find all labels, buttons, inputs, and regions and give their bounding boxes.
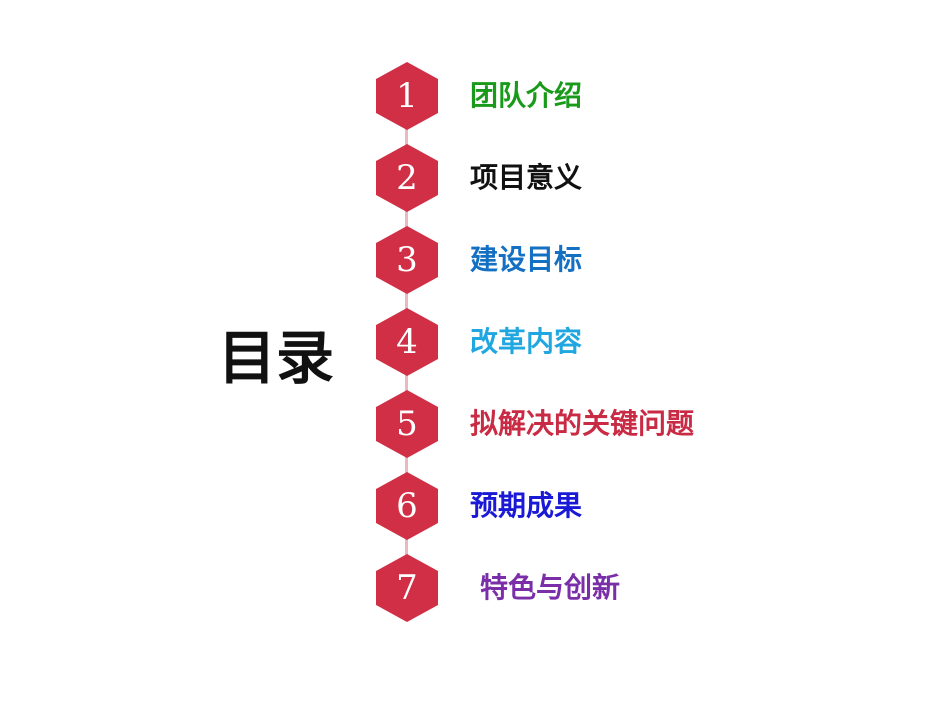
toc-item-number: 1 [396,76,418,116]
toc-item-3: 3 建设目标 [376,226,936,294]
toc-item-6: 6 预期成果 [376,472,936,540]
hexagon-icon [376,62,438,130]
hexagon-icon [376,390,438,458]
toc-item-label: 改革内容 [470,325,583,358]
toc-item-label: 预期成果 [470,489,583,522]
toc-item-label: 特色与创新 [480,571,621,604]
toc-item-2: 2 项目意义 [376,144,936,212]
hexagon-icon [376,472,438,540]
hexagon-icon [376,226,438,294]
toc-item-number: 3 [396,240,418,280]
toc-item-label: 拟解决的关键问题 [470,407,695,440]
toc-item-7: 7 特色与创新 [376,554,936,622]
hexagon-icon [376,554,438,622]
toc-item-label: 项目意义 [470,161,583,194]
toc-item-1: 1 团队介绍 [376,62,936,130]
page-title: 目录 [218,324,335,392]
toc-item-number: 5 [396,404,418,444]
toc-item-label: 建设目标 [470,243,583,276]
hexagon-icon [376,144,438,212]
toc-item-number: 6 [396,486,418,526]
toc-item-number: 7 [396,568,418,608]
toc-item-4: 4 改革内容 [376,308,936,376]
toc-item-5: 5 拟解决的关键问题 [376,390,936,458]
toc-item-number: 4 [396,322,418,362]
toc-item-label: 团队介绍 [470,79,583,112]
hexagon-icon [376,308,438,376]
toc-item-number: 2 [396,158,418,198]
